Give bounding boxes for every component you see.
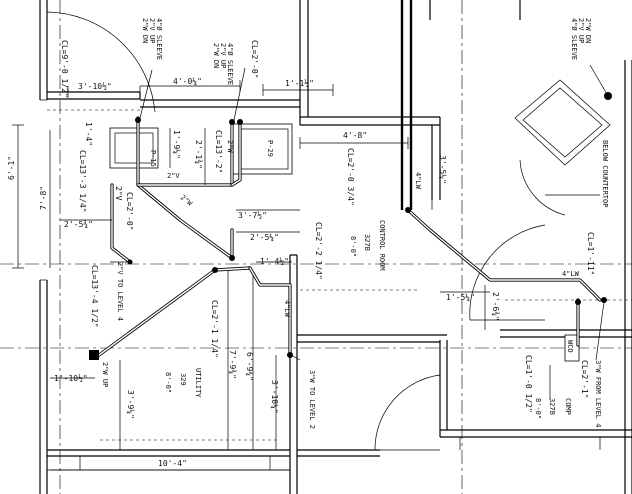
label-to-level-2: 3"W TO LEVEL 2 [308,370,316,429]
label-dim-3-10b: 3'-10¼" [270,380,279,414]
label-2v: 2"V [114,186,123,201]
hidden-lines [47,109,632,441]
note-b-2: 2"V UP [219,43,227,68]
label-cl-13-4: CL=13'-4 1/2" [90,265,99,328]
label-cl-2-0-top: CL=2'-0" [250,40,259,79]
fixture-wco-label: WCO [566,340,574,353]
label-2v-center: 2"V [167,172,180,180]
note-dn-1: 2"W DN [141,18,149,43]
label-dim-2-5-75: 2'-5¾" [64,220,93,229]
room-327b-2: 327B [548,398,556,415]
label-dim-6-1: 6'-1" [7,156,16,180]
leader-lines [110,64,609,361]
label-dim-1-5: 1'-5¼" [446,293,475,302]
room-control-room: CONTROL ROOM [378,220,386,271]
label-dim-3-10: 3'-10½" [78,81,112,91]
label-cl-2-0-34: CL=2'-0 3/4" [346,148,355,206]
label-dim-1-4-5: 1'-4½" [260,256,289,266]
label-dim-1-1: 1'-1½" [285,78,314,88]
label-cl-1-0: CL=1'-0 1/2" [524,355,533,413]
label-dim-7-8: 7'-8" [39,186,48,210]
label-cl-13-3: CL=13'-3 1/4" [78,150,87,213]
dimension-lines [12,80,551,471]
note-r-1: 2"W DN [584,18,592,43]
label-dim-6-9: 6'-9¾" [245,352,254,381]
label-cl-13-2: CL=13'-2" [214,130,223,173]
room-8-0c: 8'-0" [534,398,542,419]
label-dim-1-9: 1'-9¼" [172,130,181,159]
label-to-level-4: 2"V TO LEVEL 4 [116,262,124,321]
label-cl-2-1: CL=2'-1 1/4" [210,300,219,358]
room-8-0b: 8'-0" [164,372,172,393]
label-dim-2-1: 2'-1¾" [194,140,203,169]
walls [39,0,632,494]
label-dim-3-5: 3'-5¼" [438,155,447,184]
room-327b: 327B [363,234,371,251]
label-cl-2-0: CL=2'-0" [125,192,134,231]
note-b-1: 2"W DN [212,43,220,68]
label-2w-up: 2"W UP [101,362,109,387]
fixture-p29: P-29 [231,123,293,175]
label-dim-1-4: 1'-4" [84,122,93,146]
label-dim-2-6: 2'-6¾" [491,292,500,321]
label-dim-4-8: 4'-8" [343,131,367,140]
label-4lw: 4"LW [414,172,422,190]
label-4lw-right: 4"LW [562,270,580,278]
room-329: 329 [179,373,187,386]
label-2w-center: 2"W [179,193,194,208]
fittings [89,92,612,360]
label-cl-2-1-right: CL=2'-1" [580,360,589,399]
label-2w-riser: 2"W [226,140,234,153]
note-b-3: 4"Ø SLEEVE [226,43,234,85]
door-swings [46,11,566,451]
label-dim-1-10: 1'-10½" [54,373,88,383]
label-dim-3-9: 3'-9¼" [126,390,135,419]
note-dn-2: 2"V UP [148,18,156,43]
fixture-wco: WCO [564,334,580,362]
room-8-0: 8'-0" [349,236,357,257]
label-4lw-center: 4"LW [283,300,291,318]
label-cl-1-11: CL=1'-11" [586,232,595,275]
label-cl-9-0: CL=9'-0 1/2" [60,40,69,98]
label-dim-7-9: 7'-9¾" [228,350,237,379]
fixture-p15-label: P-15 [149,150,157,167]
label-dim-2-5-25: 2'-5¼" [250,233,279,242]
room-comp: COMP [564,398,572,415]
note-dn-3: 4"Ø SLEEVE [155,18,163,60]
label-from-level-4: 3"W FROM LEVEL 4 [594,360,602,427]
note-r-2: 2"V UP [577,18,585,43]
fixture-p15: P-15 [109,127,159,169]
room-utility: UTILITY [194,368,202,398]
label-dim-10-4: 10'-4" [158,459,187,468]
fixture-p29-label: P-29 [266,140,274,157]
annotations: CL=9'-0 1/2" 3'-10½" 4'-0¼" 1'-1½" 2"W D… [7,18,609,468]
label-dim-4-0: 4'-0¼" [173,77,202,86]
note-r-3: 4"Ø SLEEVE [570,18,578,60]
label-cl-2-2: CL=2'-2 1/4" [314,222,323,280]
label-dim-3-7: 3'-7½" [238,210,267,220]
label-below-countertop: BELOW COUNTERTOP [601,140,609,207]
